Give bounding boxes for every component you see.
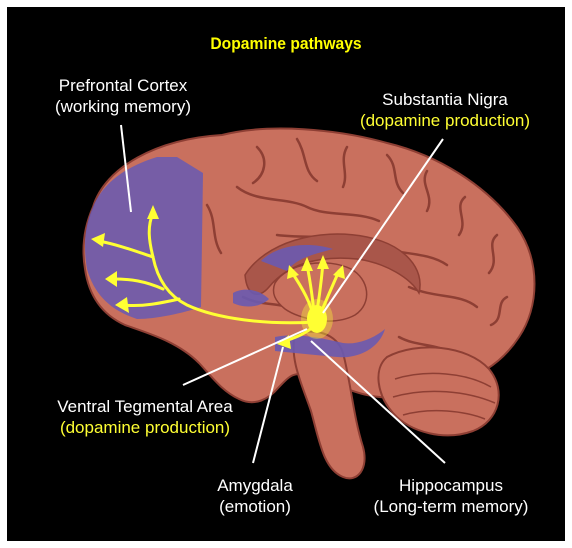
label-substantia-name: Substantia Nigra <box>331 89 559 110</box>
diagram-frame: Dopamine pathways Prefrontal Cortex (wor… <box>7 7 565 541</box>
label-prefrontal-role: (working memory) <box>35 96 211 117</box>
label-hippocampus: Hippocampus (Long-term memory) <box>363 475 539 517</box>
label-amygdala: Amygdala (emotion) <box>203 475 307 517</box>
label-substantia-nigra: Substantia Nigra (dopamine production) <box>331 89 559 131</box>
label-vta-role: (dopamine production) <box>34 417 256 438</box>
label-substantia-role: (dopamine production) <box>331 110 559 131</box>
diagram-title: Dopamine pathways <box>29 34 542 54</box>
label-hippocampus-role: (Long-term memory) <box>363 496 539 517</box>
label-amygdala-role: (emotion) <box>203 496 307 517</box>
label-hippocampus-name: Hippocampus <box>363 475 539 496</box>
label-ventral-tegmental-area: Ventral Tegmental Area (dopamine product… <box>34 396 256 438</box>
label-prefrontal-name: Prefrontal Cortex <box>35 75 211 96</box>
label-prefrontal-cortex: Prefrontal Cortex (working memory) <box>35 75 211 117</box>
label-vta-name: Ventral Tegmental Area <box>34 396 256 417</box>
label-amygdala-name: Amygdala <box>203 475 307 496</box>
